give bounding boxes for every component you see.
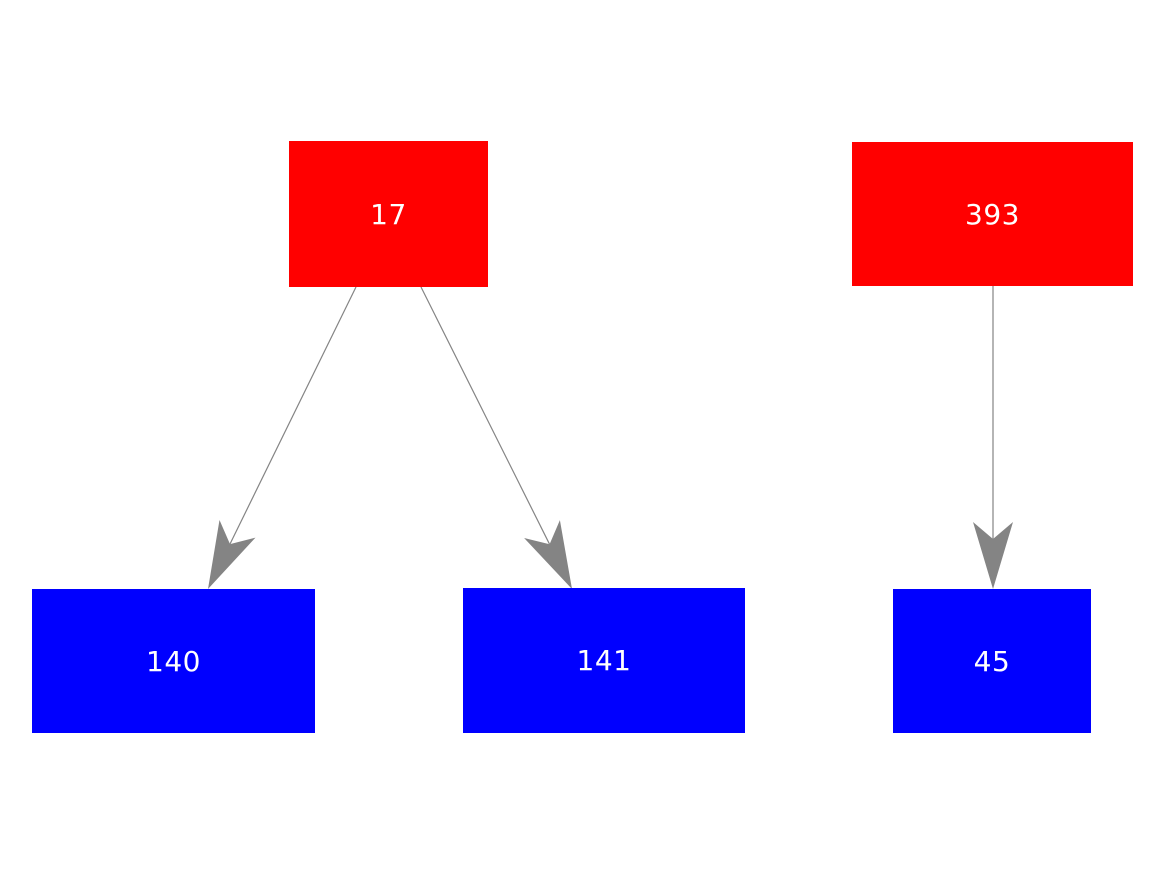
node-label: 140: [146, 644, 201, 678]
edge-17-141: [420, 286, 572, 589]
node-label: 141: [576, 644, 632, 677]
node-141: 141: [463, 588, 745, 733]
node-140: 140: [32, 589, 315, 733]
arrowhead-icon: [524, 520, 572, 589]
node-393: 393: [852, 142, 1133, 286]
edge-393-45: [973, 286, 1013, 589]
node-17: 17: [289, 141, 488, 287]
edge-17-140: [208, 286, 357, 589]
arrowhead-icon: [208, 520, 256, 589]
node-label: 393: [965, 197, 1020, 231]
node-label: 45: [973, 644, 1011, 678]
node-45: 45: [893, 589, 1091, 733]
node-label: 17: [370, 197, 407, 231]
arrowhead-icon: [973, 522, 1013, 589]
